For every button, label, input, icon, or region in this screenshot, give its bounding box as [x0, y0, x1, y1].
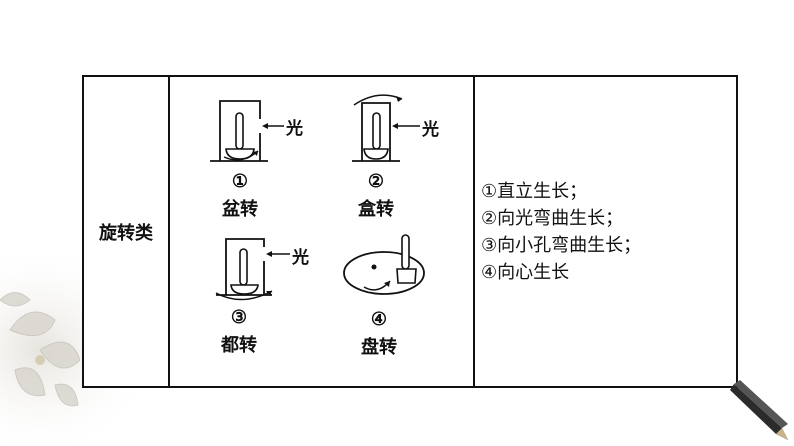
figure-2-number: ② [367, 171, 385, 192]
figure-4-number: ④ [370, 309, 388, 330]
figure-2: 光 ② 盒转 [340, 91, 450, 220]
figure-3-diagram [215, 238, 290, 301]
result-item-1: ①直立生长； [481, 180, 588, 202]
result-item-3: ③向小孔弯曲生长； [481, 234, 642, 256]
figure-3-light-label: 光 [292, 248, 309, 268]
figure-3: 光 ③ 都转 [206, 235, 316, 356]
comparison-table: 旋转类 光 ① 盆转 [82, 75, 738, 388]
figure-3-number: ③ [230, 307, 248, 328]
result-item-4: ④向心生长 [481, 261, 570, 283]
figure-3-name: 都转 [221, 335, 257, 356]
figure-2-name: 盒转 [358, 199, 394, 220]
figure-2-diagram [352, 94, 420, 162]
figure-4: ④ 盘转 [342, 229, 452, 358]
figure-1-light-label: 光 [286, 119, 303, 139]
figures-cell: 光 ① 盆转 光 ② 盒转 [170, 77, 475, 386]
result-item-2: ②向光弯曲生长； [481, 207, 624, 229]
figure-4-name: 盘转 [361, 337, 397, 358]
figure-1-diagram [210, 100, 284, 162]
figure-2-light-label: 光 [422, 120, 439, 140]
figure-1-name: 盆转 [222, 199, 258, 220]
category-label: 旋转类 [99, 222, 153, 244]
brush-pen-icon [730, 380, 788, 440]
results-cell: ①直立生长； ②向光弯曲生长； ③向小孔弯曲生长； ④向心生长 [475, 77, 736, 386]
category-cell: 旋转类 [84, 77, 170, 386]
figure-1-number: ① [231, 171, 249, 192]
figure-1: 光 ① 盆转 [200, 99, 310, 220]
figure-4-diagram [343, 234, 425, 295]
